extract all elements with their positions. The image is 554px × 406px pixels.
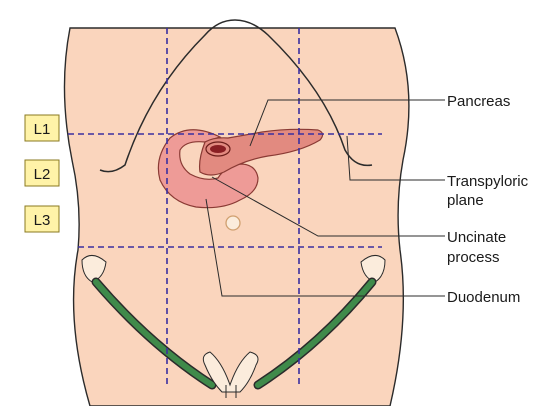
pancreas-leader [249,99,445,147]
label-transpyloric-line2: plane [447,192,484,209]
label-transpyloric-line1: Transpyloric [447,173,529,190]
level-l2-text: L2 [34,166,51,183]
level-l2-box: L2 [24,159,60,187]
costal-margin [99,19,373,173]
inguinal-ligament-left-fill [93,279,215,388]
dashed-planes [68,28,382,385]
level-l3-text: L3 [34,212,51,229]
duodenum-leader [205,198,445,297]
level-l1-box: L1 [24,114,60,142]
umbilicus [225,215,241,231]
iliac-crest-left [81,255,107,283]
label-uncinate-line1: Uncinate [447,229,506,246]
uncinate-leader [211,176,445,237]
pylorus-lumen [210,145,226,153]
level-l3-box: L3 [24,205,60,233]
leader-lines [205,99,445,297]
iliac-crest-right [360,255,386,283]
label-uncinate-line2: process [447,249,500,266]
level-l1-text: L1 [34,121,51,138]
pubic-symphysis [225,385,237,398]
transpyloric-leader [346,135,445,181]
label-duodenum: Duodenum [447,289,520,306]
label-pancreas: Pancreas [447,93,510,110]
pancreas [198,128,324,176]
pubic-region [202,351,259,393]
